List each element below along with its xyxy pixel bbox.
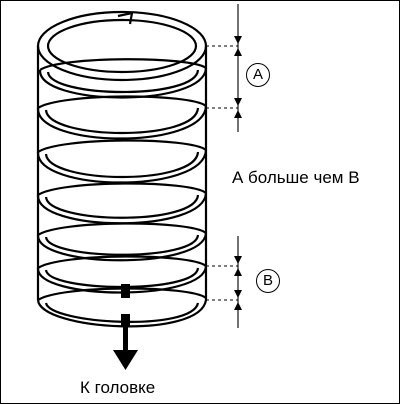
direction-arrow <box>113 284 138 370</box>
marker-b: B <box>256 269 280 293</box>
dimension-a <box>206 4 242 132</box>
marker-a: A <box>246 63 270 87</box>
relation-caption: А больше чем В <box>232 168 360 187</box>
dimension-b <box>206 236 242 328</box>
valve-spring <box>36 10 208 328</box>
direction-caption: К головке <box>80 378 156 397</box>
